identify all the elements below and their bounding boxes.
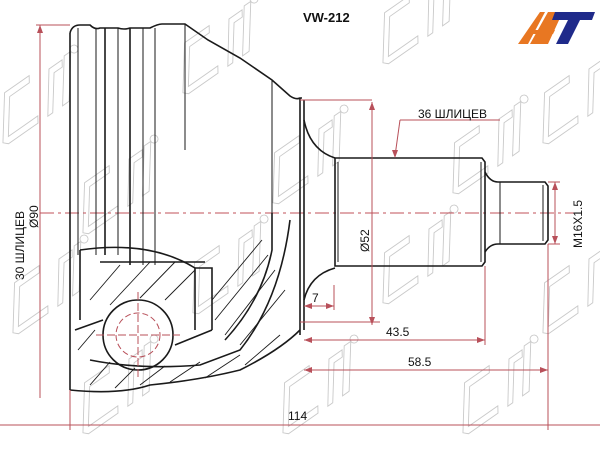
spline-shaft bbox=[334, 157, 549, 267]
label-dim-43-5: 43.5 bbox=[386, 325, 410, 339]
label-dim-7: 7 bbox=[312, 291, 319, 305]
label-inner-splines: 36 ШЛИЦЕВ bbox=[418, 107, 487, 121]
outer-housing bbox=[69, 23, 336, 390]
brand-logo bbox=[518, 12, 595, 44]
label-outer-diameter: Ø90 bbox=[27, 205, 41, 228]
section-cut bbox=[69, 213, 301, 393]
label-dim-114: 114 bbox=[288, 409, 307, 423]
label-shaft-diameter: Ø52 bbox=[358, 229, 372, 252]
label-thread: M16X1.5 bbox=[571, 200, 585, 248]
part-number-title: VW-212 bbox=[303, 10, 350, 25]
label-dim-58-5: 58.5 bbox=[408, 355, 432, 369]
label-outer-splines: 30 ШЛИЦЕВ bbox=[13, 211, 27, 280]
dimensions bbox=[0, 24, 600, 430]
